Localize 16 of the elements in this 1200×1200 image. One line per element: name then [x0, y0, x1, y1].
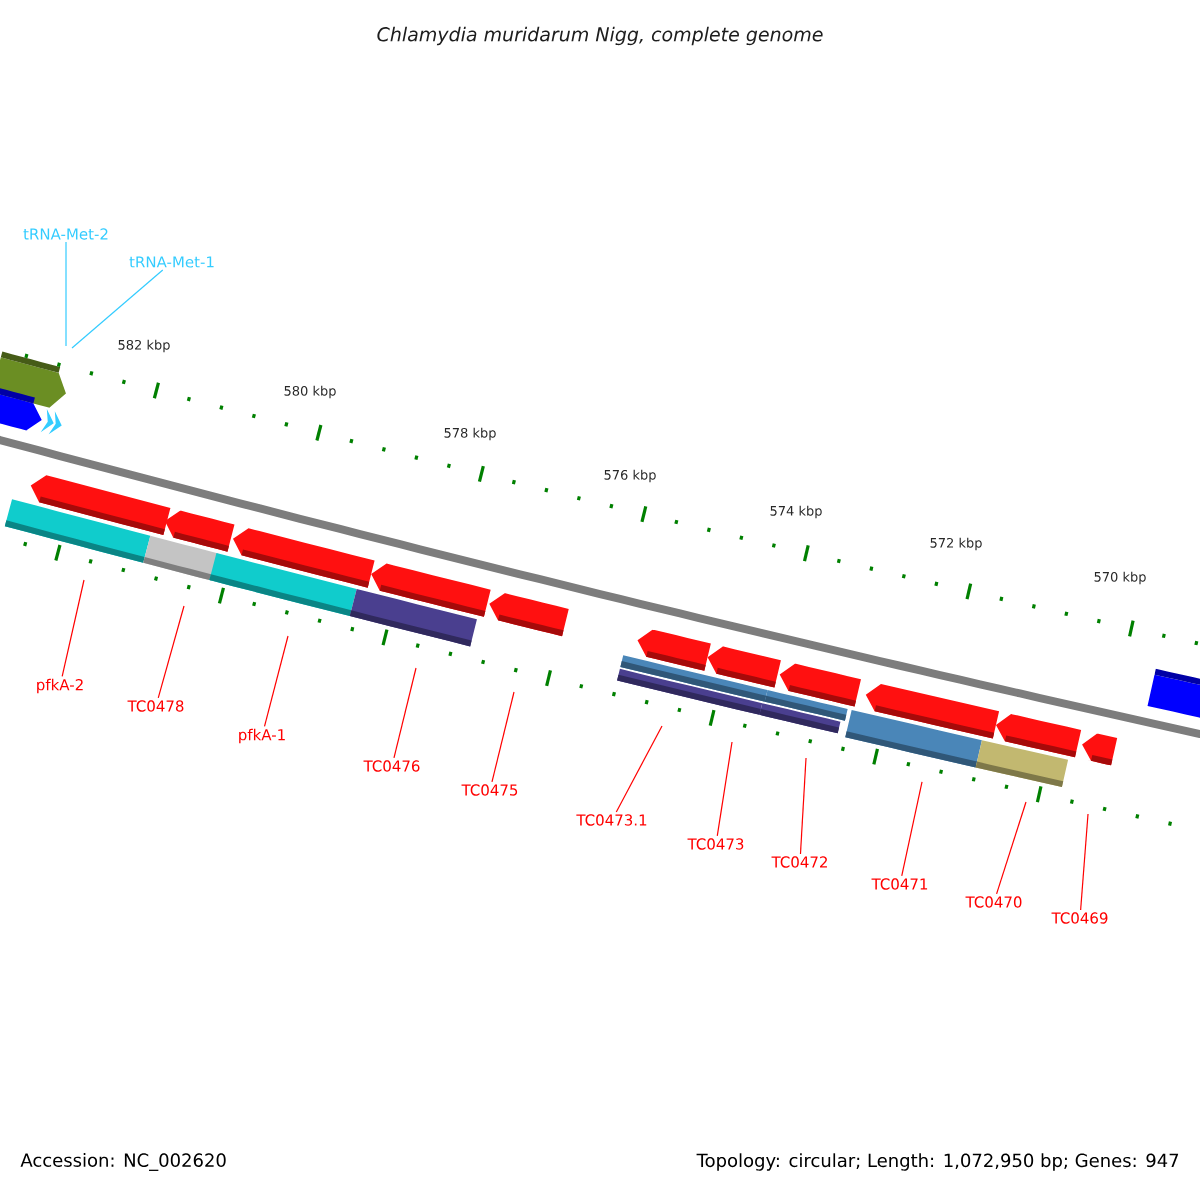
leader-line: [901, 781, 923, 877]
leader-line: [799, 757, 807, 855]
leader-line: [263, 635, 289, 727]
leader-line: [996, 801, 1027, 895]
leader-line: [71, 269, 164, 349]
title: Chlamydia muridarum Nigg, complete genome: [377, 26, 823, 46]
leader-line: [716, 741, 733, 837]
leader-line: [393, 667, 417, 759]
leader-line: [157, 605, 185, 699]
leader-line: [1080, 813, 1089, 911]
leader-line: [61, 579, 85, 677]
leader-line: [65, 241, 67, 347]
leader-line: [491, 691, 515, 783]
footer-text: Topology: circular; Length: 1,072,950 bp; Genes: 947: [696, 1153, 1179, 1171]
leader-line: [615, 725, 663, 813]
footer-text: Accession: NC_002620: [20, 1153, 226, 1171]
